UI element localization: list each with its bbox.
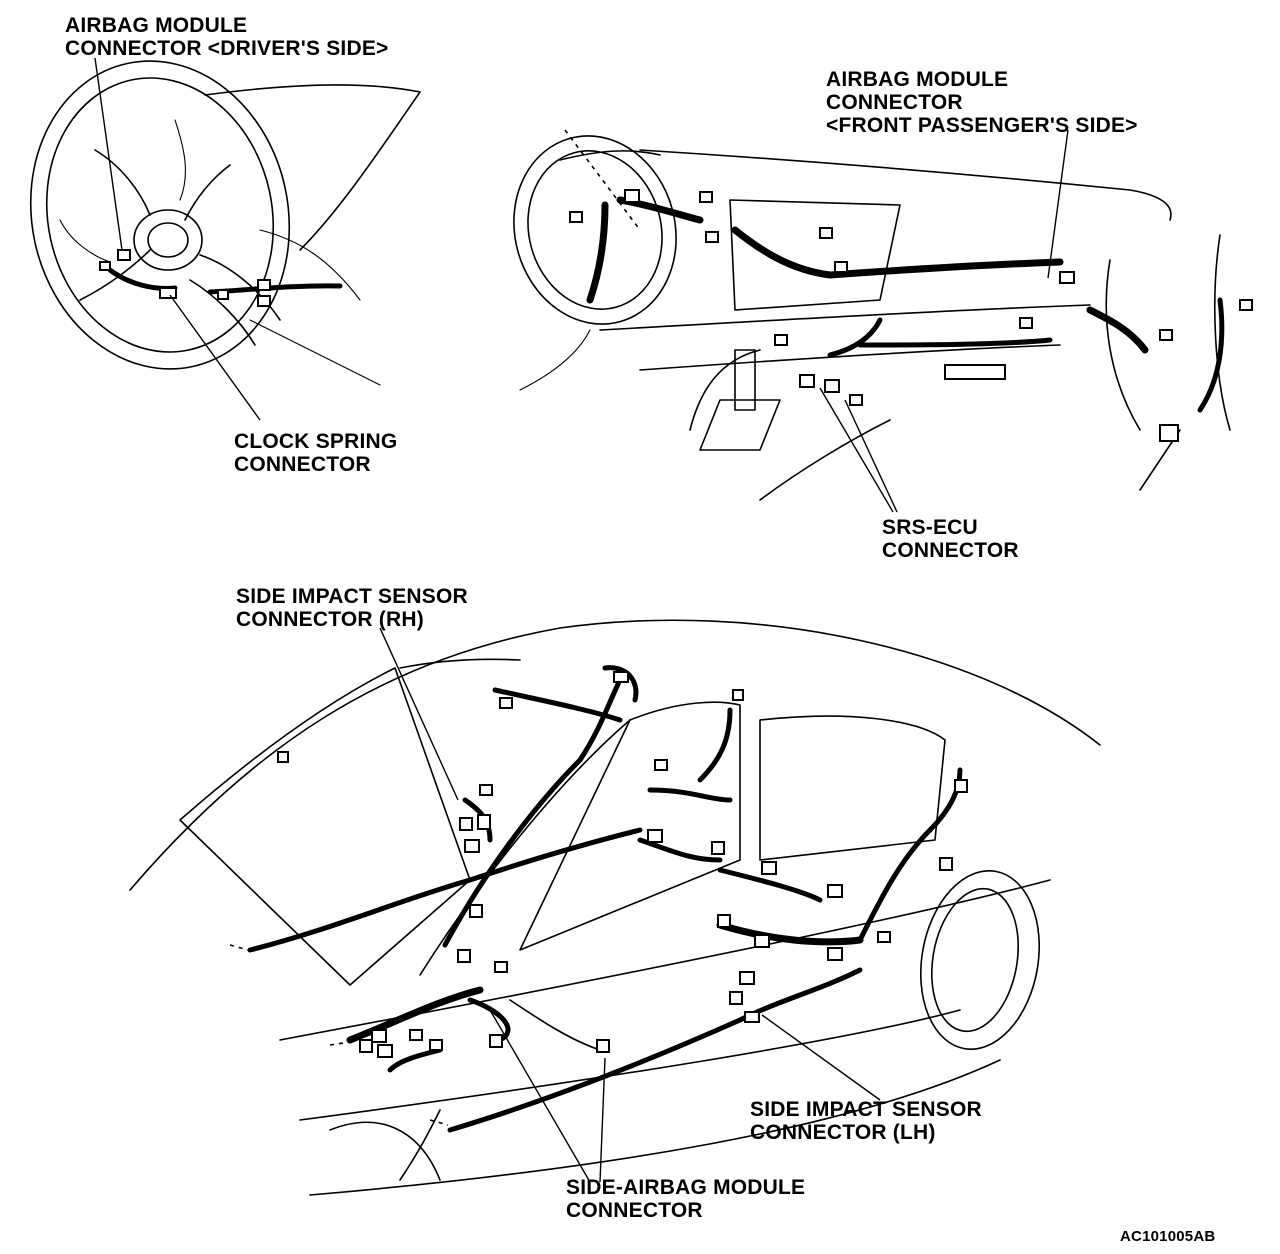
label-line: CONNECTOR (RH) [236, 608, 424, 631]
label-line: CONNECTOR <DRIVER'S SIDE> [65, 37, 389, 60]
car-body-illustration [129, 619, 1101, 1196]
leader-srs-ecu-2 [844, 399, 898, 513]
label-line: SRS-ECU [882, 516, 978, 539]
label-line: SIDE IMPACT SENSOR [750, 1098, 982, 1121]
label-line: CONNECTOR (LH) [750, 1121, 936, 1144]
label-line: <FRONT PASSENGER'S SIDE> [826, 114, 1138, 137]
leader-airbag-driver [94, 57, 123, 251]
label-airbag-module-driver: AIRBAG MODULE CONNECTOR <DRIVER'S SIDE> [65, 14, 389, 60]
leader-side-airbag-2 [599, 1057, 606, 1183]
leader-side-impact-rh [379, 627, 459, 801]
label-line: AIRBAG MODULE [65, 14, 248, 37]
label-line: AIRBAG MODULE [826, 68, 1009, 91]
leader-clock-spring [169, 294, 261, 421]
label-line: CONNECTOR [566, 1199, 703, 1222]
label-srs-ecu-connector: SRS-ECU CONNECTOR [882, 516, 1019, 562]
label-side-impact-sensor-rh: SIDE IMPACT SENSOR CONNECTOR (RH) [236, 585, 468, 631]
label-side-airbag-module-connector: SIDE-AIRBAG MODULE CONNECTOR [566, 1176, 805, 1222]
label-side-impact-sensor-lh: SIDE IMPACT SENSOR CONNECTOR (LH) [750, 1098, 982, 1144]
label-line: CLOCK SPRING [234, 430, 398, 453]
label-clock-spring-connector: CLOCK SPRING CONNECTOR [234, 430, 397, 476]
label-airbag-module-passenger: AIRBAG MODULE CONNECTOR <FRONT PASSENGER… [826, 68, 1138, 137]
steering-wheel-illustration [29, 60, 421, 386]
leader-side-impact-lh [761, 1014, 881, 1101]
figure-code: AC101005AB [1120, 1228, 1216, 1245]
leader-airbag-passenger [1047, 129, 1069, 279]
leader-srs-ecu-1 [819, 387, 894, 513]
label-line: CONNECTOR [826, 91, 963, 114]
label-line: SIDE-AIRBAG MODULE [566, 1176, 806, 1199]
dashboard-illustration [513, 129, 1253, 501]
label-line: CONNECTOR [234, 453, 371, 476]
label-line: CONNECTOR [882, 539, 1019, 562]
leader-side-airbag-1 [489, 1009, 591, 1183]
label-line: SIDE IMPACT SENSOR [236, 585, 468, 608]
